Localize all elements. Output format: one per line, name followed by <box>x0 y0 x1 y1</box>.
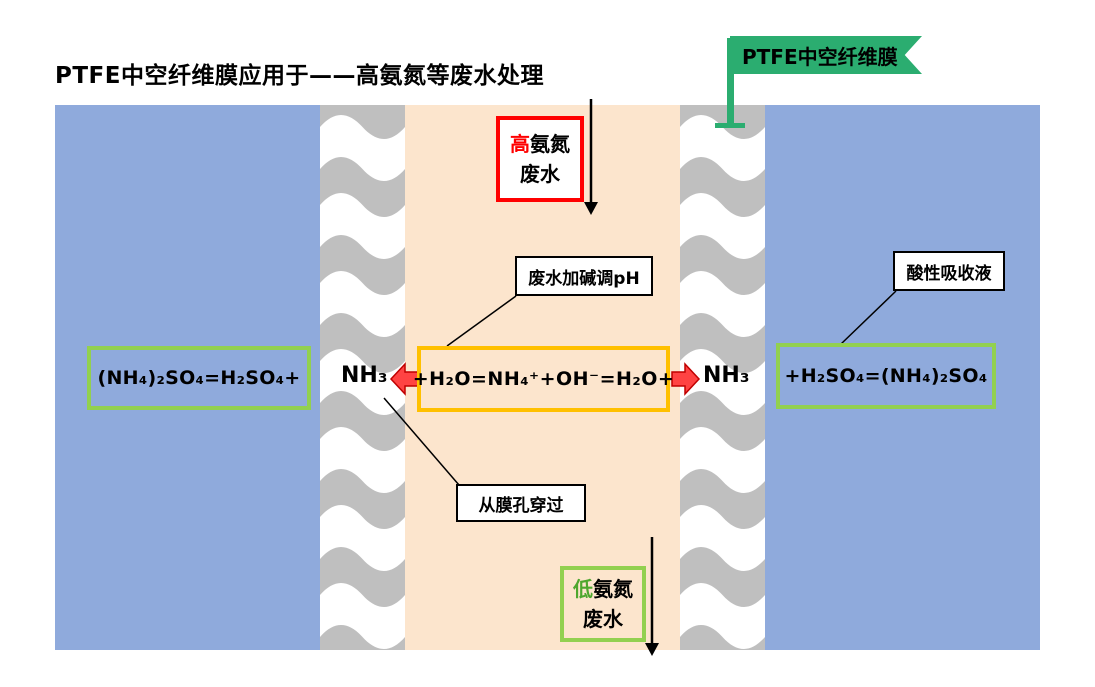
right-absorption-formula-box: +H₂SO₄=(NH₄)₂SO₄ <box>776 343 996 409</box>
right-formula: +H₂SO₄=(NH₄)₂SO₄ <box>784 365 988 387</box>
flag-label: PTFE中空纤维膜 <box>742 44 898 69</box>
center-formula: +H₂O=NH₄⁺+OH⁻=H₂O+ <box>412 368 675 390</box>
page-title: PTFE中空纤维膜应用于——高氨氮等废水处理 <box>55 63 544 89</box>
reaction-formula-box: +H₂O=NH₄⁺+OH⁻=H₂O+ <box>413 346 674 412</box>
membrane-flag-banner: PTFE中空纤维膜 <box>730 36 922 74</box>
feed-highlight-char: 高 <box>510 132 530 156</box>
nh3-label-left: NH₃ <box>341 363 388 388</box>
flag-pole <box>727 38 734 128</box>
flag-pole-foot <box>715 123 745 128</box>
ph-adjust-callout: 废水加碱调pH <box>515 256 653 296</box>
high-ammonia-feed-box: 高氨氮 废水 <box>496 116 584 202</box>
membrane-pore-callout: 从膜孔穿过 <box>456 484 586 522</box>
feed-rest-chars: 氨氮 <box>530 132 570 156</box>
outlet-line2: 废水 <box>583 607 623 631</box>
feed-line2: 废水 <box>520 162 560 186</box>
low-ammonia-outlet-box: 低氨氮 废水 <box>560 566 646 642</box>
outlet-line1: 低氨氮 <box>573 574 633 604</box>
feed-line1: 高氨氮 <box>510 129 570 159</box>
outlet-rest-chars: 氨氮 <box>593 577 633 601</box>
left-absorbent-region <box>55 105 320 650</box>
outlet-highlight-char: 低 <box>573 577 593 601</box>
left-formula: (NH₄)₂SO₄=H₂SO₄+ <box>97 367 301 389</box>
left-absorption-formula-box: (NH₄)₂SO₄=H₂SO₄+ <box>87 346 311 410</box>
acid-absorbent-callout: 酸性吸收液 <box>893 251 1005 291</box>
nh3-label-right: NH₃ <box>703 363 750 388</box>
